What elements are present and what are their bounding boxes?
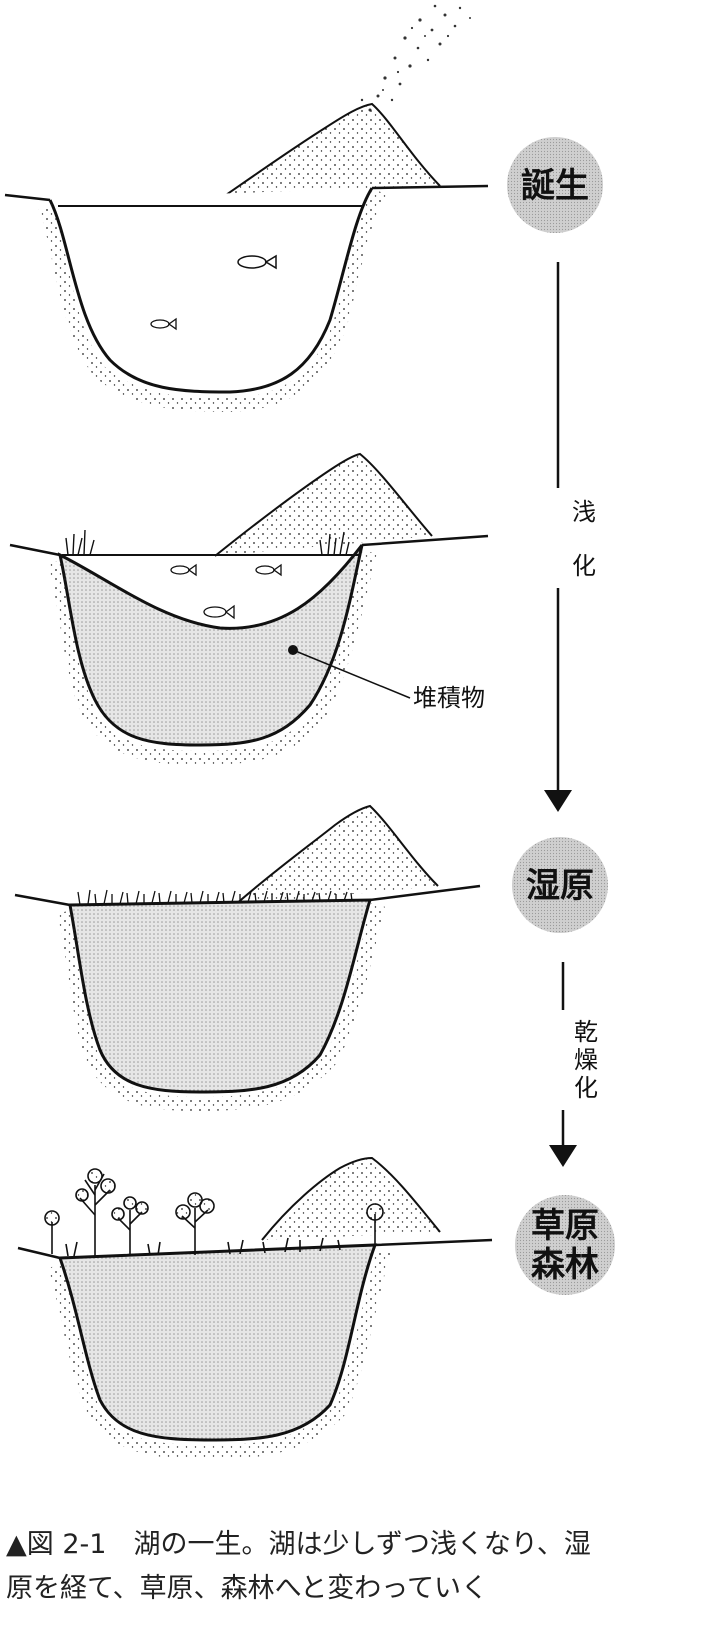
fish-icon bbox=[255, 563, 282, 577]
tree-icon bbox=[175, 1192, 215, 1255]
transition-arrow-shallowing: 浅 化 bbox=[538, 262, 596, 812]
sediment-3 bbox=[68, 898, 373, 1094]
stage-badge-forest: 草原 森林 bbox=[515, 1195, 615, 1295]
forest-trees bbox=[44, 1168, 384, 1257]
stage-wetland-illustration bbox=[14, 804, 481, 1112]
basin-1 bbox=[48, 187, 374, 394]
stage-label-grassland: 草原 bbox=[531, 1206, 599, 1246]
basin-4-soil bbox=[48, 1248, 391, 1460]
basin-2-soil bbox=[48, 550, 377, 766]
stage-label-forest: 森林 bbox=[531, 1245, 599, 1285]
ground-line-2 bbox=[9, 534, 489, 557]
fish-icon bbox=[237, 254, 277, 270]
caption-line-2: 原を経て、草原、森林へと変わっていく bbox=[6, 1573, 488, 1604]
volcano-1 bbox=[209, 102, 441, 207]
stage-forest-illustration bbox=[17, 1156, 493, 1460]
callout-sediment-label: 堆積物 bbox=[413, 684, 485, 712]
ground-line-4 bbox=[17, 1238, 493, 1260]
stage-badge-birth: 誕生 bbox=[507, 137, 603, 233]
sediment-2 bbox=[57, 544, 364, 747]
reeds bbox=[65, 529, 350, 556]
arrow-label-shallow-char2: 化 bbox=[572, 552, 596, 580]
fish-icon bbox=[150, 317, 177, 331]
tree-icon bbox=[44, 1210, 60, 1254]
volcano-4 bbox=[261, 1156, 441, 1241]
arrow-label-drying-char2: 燥 bbox=[574, 1046, 598, 1074]
stage-shallowing-illustration: 堆積物 bbox=[9, 452, 489, 766]
grass-tufts bbox=[65, 1237, 341, 1257]
volcano-3 bbox=[234, 804, 439, 906]
basin-1-soil bbox=[38, 188, 387, 413]
wetland-grass bbox=[77, 889, 353, 906]
tree-icon bbox=[366, 1203, 384, 1246]
callout-leader bbox=[292, 649, 411, 699]
arrow-label-drying-char3: 化 bbox=[574, 1074, 598, 1102]
ground-line-3 bbox=[14, 884, 481, 907]
fish-icon bbox=[203, 604, 235, 620]
ground-line-1 bbox=[4, 184, 489, 202]
volcano-smoke bbox=[360, 4, 471, 112]
transition-arrow-drying: 乾 燥 化 bbox=[545, 962, 598, 1167]
stage-label-wetland: 湿原 bbox=[526, 866, 594, 906]
volcano-2 bbox=[214, 452, 433, 557]
stage-badge-wetland: 湿原 bbox=[512, 837, 608, 933]
tree-icon bbox=[75, 1168, 116, 1256]
tree-icon bbox=[111, 1196, 149, 1256]
fish-icon bbox=[170, 563, 197, 577]
stage-label-birth: 誕生 bbox=[521, 166, 589, 206]
arrow-label-shallow-char1: 浅 bbox=[572, 498, 596, 526]
stage-birth-illustration bbox=[4, 4, 489, 413]
sediment-4 bbox=[57, 1243, 378, 1442]
basin-3-soil bbox=[57, 903, 385, 1112]
caption-line-1: ▲図 2-1 湖の一生。湖は少しずつ浅くなり、湿 bbox=[6, 1529, 591, 1560]
figure-caption: ▲図 2-1 湖の一生。湖は少しずつ浅くなり、湿 原を経て、草原、森林へと変わっ… bbox=[6, 1523, 706, 1611]
arrow-label-drying-char1: 乾 bbox=[574, 1018, 598, 1046]
